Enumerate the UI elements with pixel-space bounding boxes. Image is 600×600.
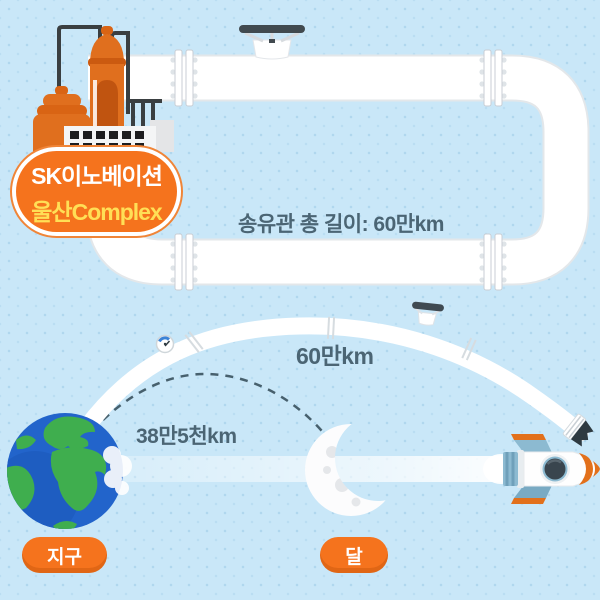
earth-label-text: 지구: [47, 546, 82, 568]
company-badge-inner: SK이노베이션 울산Complex: [16, 151, 177, 232]
launch-cloud: [103, 446, 132, 495]
pipe-arc: [77, 317, 589, 442]
company-badge: SK이노베이션 울산Complex: [10, 145, 183, 238]
company-name: SK이노베이션: [31, 162, 163, 189]
earth-icon: [7, 413, 132, 529]
arc-valve-icon: [412, 301, 444, 326]
moon-label-text: 달: [345, 546, 363, 568]
crescent-moon-icon: [305, 424, 397, 516]
complex-name: 울산Complex: [31, 198, 162, 225]
pipeline-length-caption: 송유관 총 길이: 60만km: [238, 213, 444, 236]
rocket-icon: [483, 434, 600, 504]
pipe-valve-icon: [239, 25, 305, 60]
arc-flange-marks: [184, 316, 477, 361]
pipe-end-nozzle-icon: [562, 413, 594, 447]
earth-moon-distance-label: 38만5천km: [136, 425, 237, 448]
arc-distance-label: 60만km: [296, 343, 374, 369]
pressure-gauge-icon: [155, 334, 175, 354]
moon-label-pill: 달: [320, 537, 388, 573]
pipeline-loop: [85, 54, 590, 286]
pipe-flange-icon: [170, 49, 507, 291]
earth-label-pill: 지구: [22, 537, 107, 573]
earth-moon-dashed-arc: [102, 372, 328, 438]
